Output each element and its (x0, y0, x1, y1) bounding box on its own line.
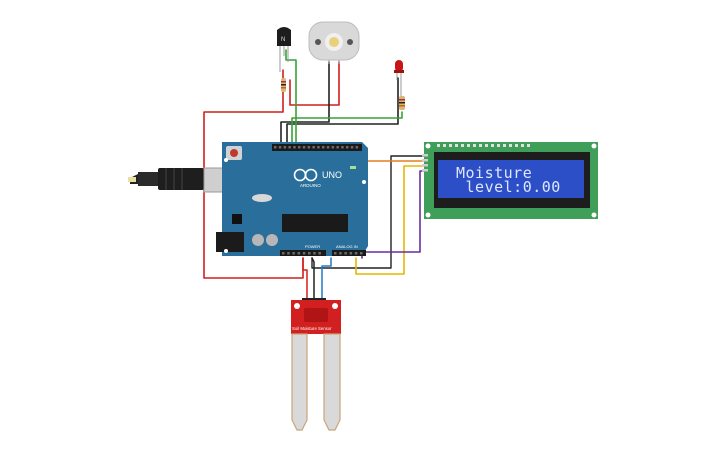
power-label: POWER (305, 244, 320, 249)
header-pin (360, 252, 363, 255)
header-pin (307, 146, 311, 149)
dc-motor-icon[interactable] (308, 21, 360, 64)
board-model: UNO (322, 170, 342, 180)
lcd-i2c-pin (422, 154, 428, 157)
header-pin (349, 252, 353, 255)
header-pin (354, 252, 358, 255)
header-pin (341, 146, 344, 149)
header-pin (292, 252, 295, 255)
wire-red-power[interactable] (203, 69, 304, 279)
header-pin (344, 252, 347, 255)
wire-purple-lcd[interactable] (361, 170, 426, 259)
lcd-i2c-pin (422, 169, 428, 172)
wire-black-sensor[interactable] (311, 257, 315, 301)
board-brand: ARDUINO (300, 183, 321, 188)
header-pin (282, 252, 285, 255)
header-pin (322, 146, 325, 149)
arduino-board[interactable]: ARDUINO UNO POWER ANALOG IN (216, 142, 368, 256)
wire-red-sensor[interactable] (302, 257, 308, 301)
digital-header (272, 144, 362, 151)
header-pin (278, 146, 282, 149)
lcd-pin (497, 144, 500, 147)
sensor-label: Soil Moisture Sensor (292, 326, 332, 331)
header-pin (287, 252, 290, 255)
header-pin (326, 146, 330, 149)
header-pin (283, 146, 287, 149)
lcd-pin (509, 144, 512, 147)
lcd-i2c-pin (422, 164, 428, 167)
wire-black-lcd[interactable] (311, 155, 426, 269)
wire-yellow-lcd[interactable] (355, 165, 426, 275)
lcd-pin (443, 144, 446, 147)
lcd-pin-header (437, 144, 530, 147)
header-pin (318, 252, 321, 255)
header-pin (350, 146, 354, 149)
lcd-i2c-pin (422, 159, 428, 162)
header-pin (334, 252, 337, 255)
header-pin (302, 146, 306, 149)
lcd-line-2: level:0.00 (456, 178, 561, 196)
analog-header (332, 250, 366, 256)
lcd-pin (455, 144, 458, 147)
header-pin (336, 146, 339, 149)
header-pin (355, 146, 359, 149)
sensor-probe-right (323, 333, 341, 431)
sensor-probe-left (291, 333, 308, 431)
lcd-pin (473, 144, 476, 147)
soil-moisture-sensor[interactable]: Soil Moisture Sensor (291, 298, 341, 431)
header-pin (308, 252, 311, 255)
header-pin (331, 146, 335, 149)
lcd-screen (438, 160, 584, 198)
lcd-pin (479, 144, 482, 147)
resistor-icon[interactable] (281, 78, 286, 92)
lcd-line-1: Moisture (456, 164, 533, 182)
wire-red-motor[interactable] (289, 61, 340, 106)
led-icon[interactable] (394, 60, 404, 96)
header-pin (288, 146, 291, 149)
lcd-pin (449, 144, 452, 147)
led-resistor-icon[interactable] (399, 96, 405, 110)
lcd-pin (485, 144, 488, 147)
lcd-pin (467, 144, 470, 147)
header-pin (274, 146, 277, 149)
reset-button[interactable] (230, 149, 238, 157)
lcd-pin (437, 144, 440, 147)
lcd-pin (503, 144, 506, 147)
wire-green-led[interactable] (291, 111, 403, 145)
analog-label: ANALOG IN (336, 244, 358, 249)
header-pin (298, 146, 301, 149)
header-pin (297, 252, 301, 255)
lcd-pin (527, 144, 530, 147)
header-pin (302, 252, 306, 255)
wire-blue-sensor[interactable] (321, 257, 332, 301)
wire-black-led[interactable] (286, 77, 399, 145)
lcd-pin (491, 144, 494, 147)
chip-icon (282, 214, 348, 232)
logo-icon (293, 168, 318, 182)
lcd-pin (515, 144, 518, 147)
header-pin (313, 252, 316, 255)
header-pin (339, 252, 342, 255)
header-pin (317, 146, 320, 149)
wire-green-transistor[interactable] (285, 49, 297, 145)
header-pin (346, 146, 349, 149)
wire-black-motor[interactable] (280, 61, 330, 145)
lcd-pin (521, 144, 524, 147)
lcd-display[interactable] (424, 142, 598, 219)
header-pin (312, 146, 315, 149)
transistor-mark: N (281, 37, 285, 43)
npn-transistor-icon[interactable]: N (277, 27, 291, 72)
lcd-pin (461, 144, 464, 147)
header-pin (293, 146, 296, 149)
